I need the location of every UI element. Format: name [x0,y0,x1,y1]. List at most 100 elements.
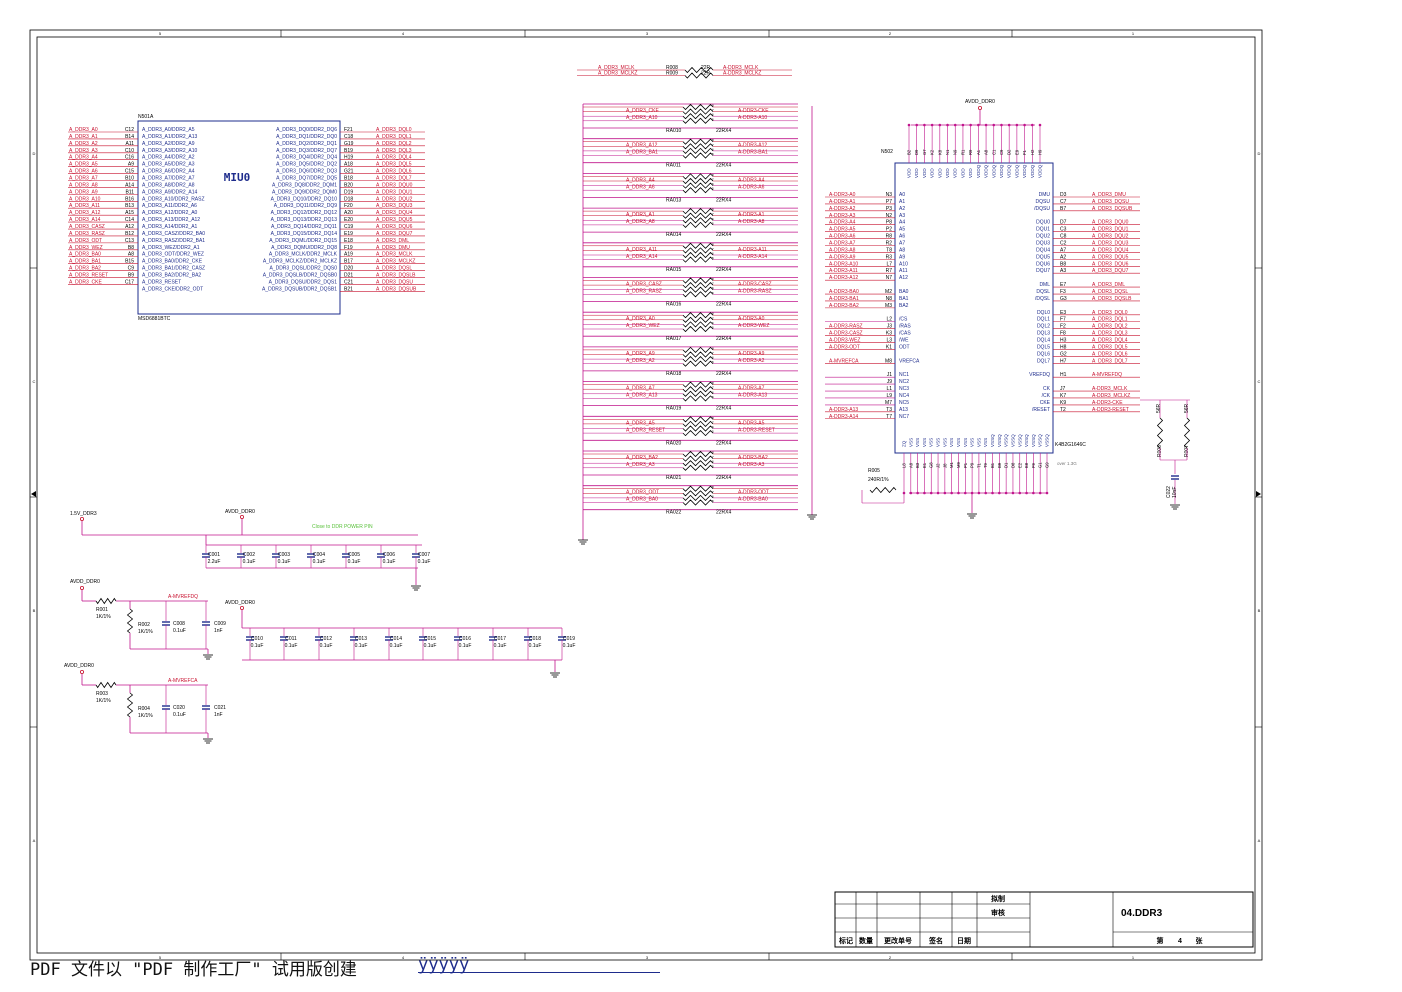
soc-pin-number: C16 [125,155,134,161]
ddr-net-label: A-DDR3-A14 [829,414,858,420]
rpack-resistor [682,420,714,427]
rpack-net-out: A-DDR3-A0 [738,316,765,322]
rpack-pin: 6 [712,494,714,498]
ddr-net-label: A_DDR3_DQU0 [1092,220,1129,226]
soc-pin-name: A_DDR3_DQ9/DDR2_DQM0 [272,189,337,195]
rpack-net-out: A-DDR3-BA0 [738,497,768,503]
ddr-top-pin-number: K2 [930,149,935,155]
term-cap-value: 10nF [1172,487,1178,498]
zone-row-label: B [33,608,36,613]
cap-value: 0.1uF [390,643,403,649]
soc-pin-number: B15 [125,259,134,265]
ddr-pin-number: M3 [885,303,892,309]
soc-net-label: A_DDR3_DML [376,238,409,244]
power-port [80,670,85,675]
ddr-bottom-pin-number: D1 [1004,462,1009,468]
ddr-pin-number: C3 [1060,227,1067,233]
soc-pin-name: A_DDR3_DQ5/DDR2_DQ2 [276,162,337,168]
ddr-net-label: A_DDR3_DQL5 [1092,344,1128,350]
rpack-net-out: A-DDR3-CASZ [738,282,772,288]
vref-net-label: A-MVREFCA [168,678,198,684]
rpack-pin: 7 [712,178,714,182]
soc-pin-name: A_DDR3_A6/DDR2_A4 [142,169,195,175]
ddr-pin-name: NC2 [899,379,909,385]
ddr-pin-name: NC4 [899,393,909,399]
rpack-refdes: RA013 [666,197,682,203]
ddr-pin-name: A12 [899,275,908,281]
ddr-bottom-pin-number: M1 [949,462,954,468]
soc-pin-number: D20 [344,266,353,272]
ddr-bottom-pin-name: ZQ [902,440,907,447]
rpack-resistor [682,242,714,249]
soc-pin-number: B12 [125,231,134,237]
rpack-resistor [682,187,714,194]
pdf-trial-footer-link[interactable]: ÿÿÿÿÿ [418,955,470,975]
zone-row-label: A [1258,838,1261,843]
cap-value: 0.1uF [278,559,291,565]
ddr-net-label: A-DDR3-BA1 [829,296,859,302]
rpack-pin: 6 [712,217,714,221]
rpack-resistor [682,286,714,293]
ddr-pin-number: H8 [1060,344,1067,350]
rpack-net-out: A-DDR3-A5 [738,420,765,426]
term-value: 56R [1156,403,1162,413]
rpack-pin: 7 [712,351,714,355]
rpack-pin: 6 [712,252,714,256]
rpack-pin: 5 [712,256,714,260]
ddr-pin-name: NC1 [899,372,909,378]
rpack-pin: 5 [712,360,714,364]
ddr-pin-name: /CK [1042,393,1051,399]
ddr-pin-name: NC3 [899,386,909,392]
soc-net-label: A_DDR3_A14 [69,217,101,223]
ddr-pin-name: A2 [899,206,905,212]
cap-value: 0.1uF [459,643,472,649]
ddr-pin-number: L2 [886,317,892,323]
rpack-net-in: A_DDR3_A9 [626,351,655,357]
rpack-pin: 6 [712,321,714,325]
ddr-pin-name: /RESET [1032,407,1050,413]
ddr-bottom-pin-name: VSSQ [1031,434,1036,447]
soc-pin-name: A_DDR3_A12/DDR2_A0 [142,210,198,216]
soc-pin-name: A_DDR3_DQSLB/DDR2_DQSB0 [263,273,337,279]
ddr-pin-number: L7 [886,261,892,267]
layout-note: Close to DDR POWER PIN [312,524,373,530]
ddr-pin-number: G2 [1060,351,1067,357]
ddr-pin-number: T8 [886,247,892,253]
ddr-pin-name: /CS [899,317,908,323]
ddr-net-label: A-DDR3-A12 [829,275,858,281]
soc-pin-number: B8 [128,245,134,251]
zone-row-label: B [1258,608,1261,613]
ddr-pin-name: A10 [899,261,908,267]
ddr-net-label: A-DDR3-CKE [1092,400,1123,406]
vref-value: 1K/1% [138,713,153,719]
ddr-pin-name: A8 [899,247,905,253]
rpack-resistor [682,103,714,111]
soc-pin-number: B18 [344,176,353,182]
cap-refdes: C010 [251,636,263,642]
soc-net-label: A_DDR3_DQSU [376,279,413,285]
ddr-pin-name: DQU6 [1036,261,1050,267]
soc-pin-name: A_DDR3_A3/DDR2_A10 [142,148,198,154]
ddr-top-pin-number: B2 [907,149,912,155]
ddr-pin-number: P8 [886,220,892,226]
cap-value: 0.1uF [494,643,507,649]
rpack-net-in: A_DDR3_A7 [626,386,655,392]
ddr-pin-name: /RAS [899,324,911,330]
soc-pin-name: A_DDR3_DQSUB/DDR2_DQSB1 [262,286,337,292]
soc-pin-number: G21 [344,169,354,175]
ddr-pin-number: P2 [886,227,892,233]
ddr-net-label: A-DDR3-A7 [829,241,856,247]
ddr-top-pin-name: VDDQ [1038,164,1043,178]
power-port [80,517,85,522]
ddr-net-label: A-DDR3-A2 [829,206,856,212]
soc-pin-number: C19 [344,224,353,230]
soc-net-label: A_DDR3_RESET [69,273,108,279]
rpack-pin: 7 [712,247,714,251]
soc-net-label: A_DDR3_BA2 [69,266,101,272]
ddr-bottom-pin-number: M9 [956,462,961,468]
rpack-resistor [682,464,714,471]
ddr-pin-name: CKE [1040,400,1051,406]
soc-pin-name: A_DDR3_DQ6/DDR2_DQ3 [276,169,337,175]
ddr-net-label: A-DDR3-ODT [829,344,860,350]
